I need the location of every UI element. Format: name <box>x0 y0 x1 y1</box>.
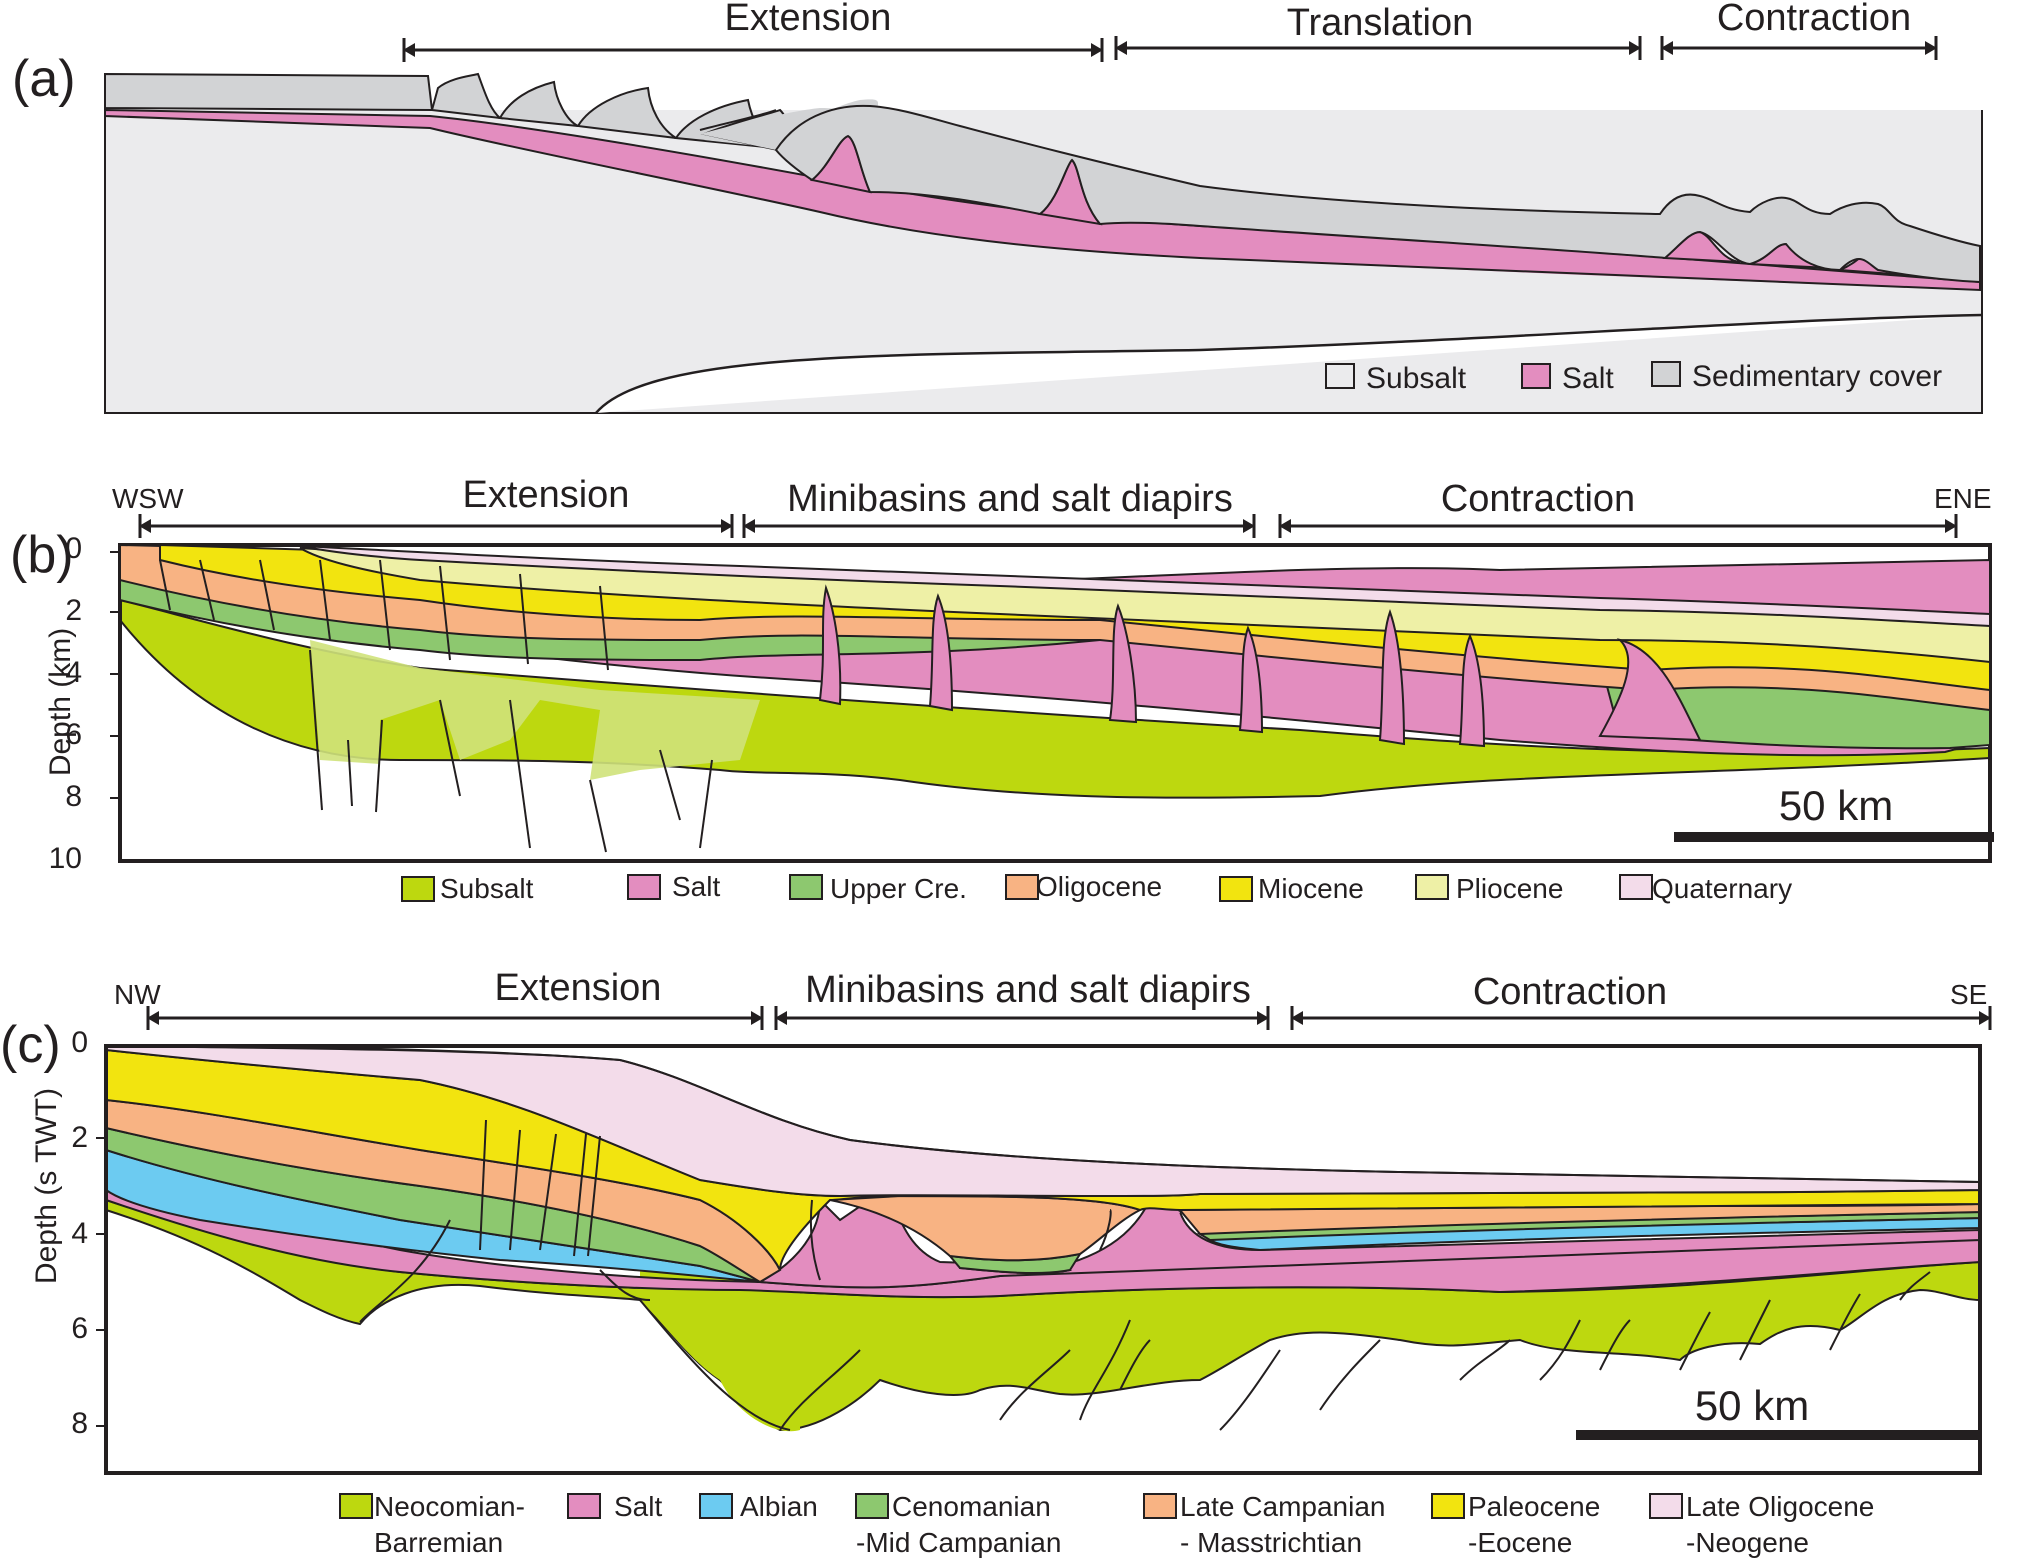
legend-swatch <box>1325 363 1355 389</box>
legend-item-salt-b: Salt <box>672 871 720 902</box>
subsalt-faulted-block <box>310 640 760 780</box>
quaternary-b <box>299 545 1991 628</box>
basement-boundary <box>595 313 1983 414</box>
panel-c: (c) NW SE Extension Minibasins and salt … <box>0 967 1992 1558</box>
direction-ene: ENE <box>1934 483 1992 514</box>
subsalt-b <box>119 598 1991 799</box>
legend-item-cenomanian-line2: -Mid Campanian <box>856 1527 1061 1558</box>
cover-rollover <box>576 86 677 139</box>
legend-item-neocomian-line2: Barremian <box>374 1527 503 1558</box>
direction-wsw: WSW <box>112 483 184 514</box>
domain-translation: Translation <box>1287 2 1474 44</box>
tick-label: 6 <box>71 1312 88 1345</box>
salt-diapirs-b <box>818 584 1702 748</box>
scale-label-c: 50 km <box>1695 1382 1809 1429</box>
legend-item-late-campanian-line2: - Masstrichtian <box>1180 1527 1362 1558</box>
cover-rollover <box>430 72 504 120</box>
legend-item-paleocene-line1: Paleocene <box>1468 1491 1600 1522</box>
domain-minibasins-c: Minibasins and salt diapirs <box>805 969 1251 1011</box>
legend-item-salt-c: Salt <box>614 1491 662 1522</box>
scale-bar-b <box>1674 832 1994 842</box>
legend-item-miocene-b: Miocene <box>1258 873 1364 904</box>
faults-b <box>159 559 713 853</box>
legend-swatch <box>1651 361 1681 387</box>
panel-a: (a) Extension Translation Contraction <box>12 0 1985 414</box>
legend-item-albian-c: Albian <box>740 1491 818 1522</box>
panel-b-domain-arrows <box>138 514 1958 538</box>
domain-contraction-c: Contraction <box>1473 971 1667 1013</box>
legend-item-sedimentary-cover: Sedimentary cover <box>1692 360 1942 393</box>
y-axis-ticks-b: 0 2 4 6 8 10 <box>49 532 82 875</box>
legend-item-cenomanian-line1: Cenomanian <box>892 1491 1051 1522</box>
cover-block <box>104 72 434 112</box>
tick-label: 8 <box>71 1407 88 1440</box>
tick-label: 2 <box>65 594 82 627</box>
panel-c-domain-arrows <box>146 1006 1992 1030</box>
tick-label: 8 <box>65 780 82 813</box>
scale-label-b: 50 km <box>1779 782 1893 829</box>
panel-a-label: (a) <box>12 50 76 108</box>
domain-minibasins-b: Minibasins and salt diapirs <box>787 478 1233 520</box>
legend-item-quaternary-b: Quaternary <box>1652 873 1792 904</box>
domain-extension-b: Extension <box>463 474 630 516</box>
panel-c-label: (c) <box>0 1016 61 1074</box>
domain-extension: Extension <box>725 0 892 39</box>
domain-extension-c: Extension <box>495 967 662 1009</box>
legend-c: Neocomian- Barremian Salt Albian Cenoman… <box>339 1491 1874 1558</box>
legend-b: Subsalt Salt Upper Cre. Oligocene Miocen… <box>401 871 1792 904</box>
legend-item-subsalt-b: Subsalt <box>440 873 534 904</box>
tick-label: 4 <box>71 1217 88 1250</box>
tick-label: 10 <box>49 842 82 875</box>
legend-item-oligocene-b: Oligocene <box>1036 871 1162 902</box>
legend-a: Subsalt Salt Sedimentary cover <box>1325 360 1942 395</box>
tick-label: 2 <box>71 1121 88 1154</box>
domain-contraction: Contraction <box>1717 0 1911 39</box>
legend-item-upper-cre-b: Upper Cre. <box>830 873 967 904</box>
tick-label: 6 <box>65 718 82 751</box>
tick-label: 4 <box>65 656 82 689</box>
legend-item-neocomian-line1: Neocomian- <box>374 1491 525 1522</box>
y-axis-title-b: Depth (km) <box>44 628 77 776</box>
y-axis-ticks-c: 0 2 4 6 8 <box>71 1026 88 1440</box>
cover-rollover <box>498 80 579 127</box>
legend-item-paleocene-line2: -Eocene <box>1468 1527 1572 1558</box>
panel-b-label: (b) <box>10 526 74 584</box>
scale-bar-c <box>1576 1430 1982 1440</box>
tick-label: 0 <box>71 1026 88 1059</box>
sedimentary-cover-a <box>774 104 1981 284</box>
direction-nw: NW <box>114 979 161 1010</box>
direction-se: SE <box>1950 979 1987 1010</box>
domain-contraction-b: Contraction <box>1441 478 1635 520</box>
legend-item-subsalt: Subsalt <box>1366 362 1467 395</box>
legend-item-late-oligocene-line2: -Neogene <box>1686 1527 1809 1558</box>
legend-item-pliocene-b: Pliocene <box>1456 873 1563 904</box>
panel-a-domain-arrows <box>402 36 1938 62</box>
faults-c <box>359 1119 1931 1431</box>
panel-b: (b) WSW ENE Extension Minibasins and sal… <box>10 474 1994 904</box>
legend-swatch <box>1521 363 1551 389</box>
tick-label: 0 <box>65 532 82 565</box>
y-axis-title-c: Depth (s TWT) <box>30 1088 63 1284</box>
panel-c-frame <box>104 1044 1982 1475</box>
legend-item-salt: Salt <box>1562 362 1614 395</box>
legend-item-late-oligocene-line1: Late Oligocene <box>1686 1491 1874 1522</box>
legend-item-late-campanian-line1: Late Campanian <box>1180 1491 1385 1522</box>
